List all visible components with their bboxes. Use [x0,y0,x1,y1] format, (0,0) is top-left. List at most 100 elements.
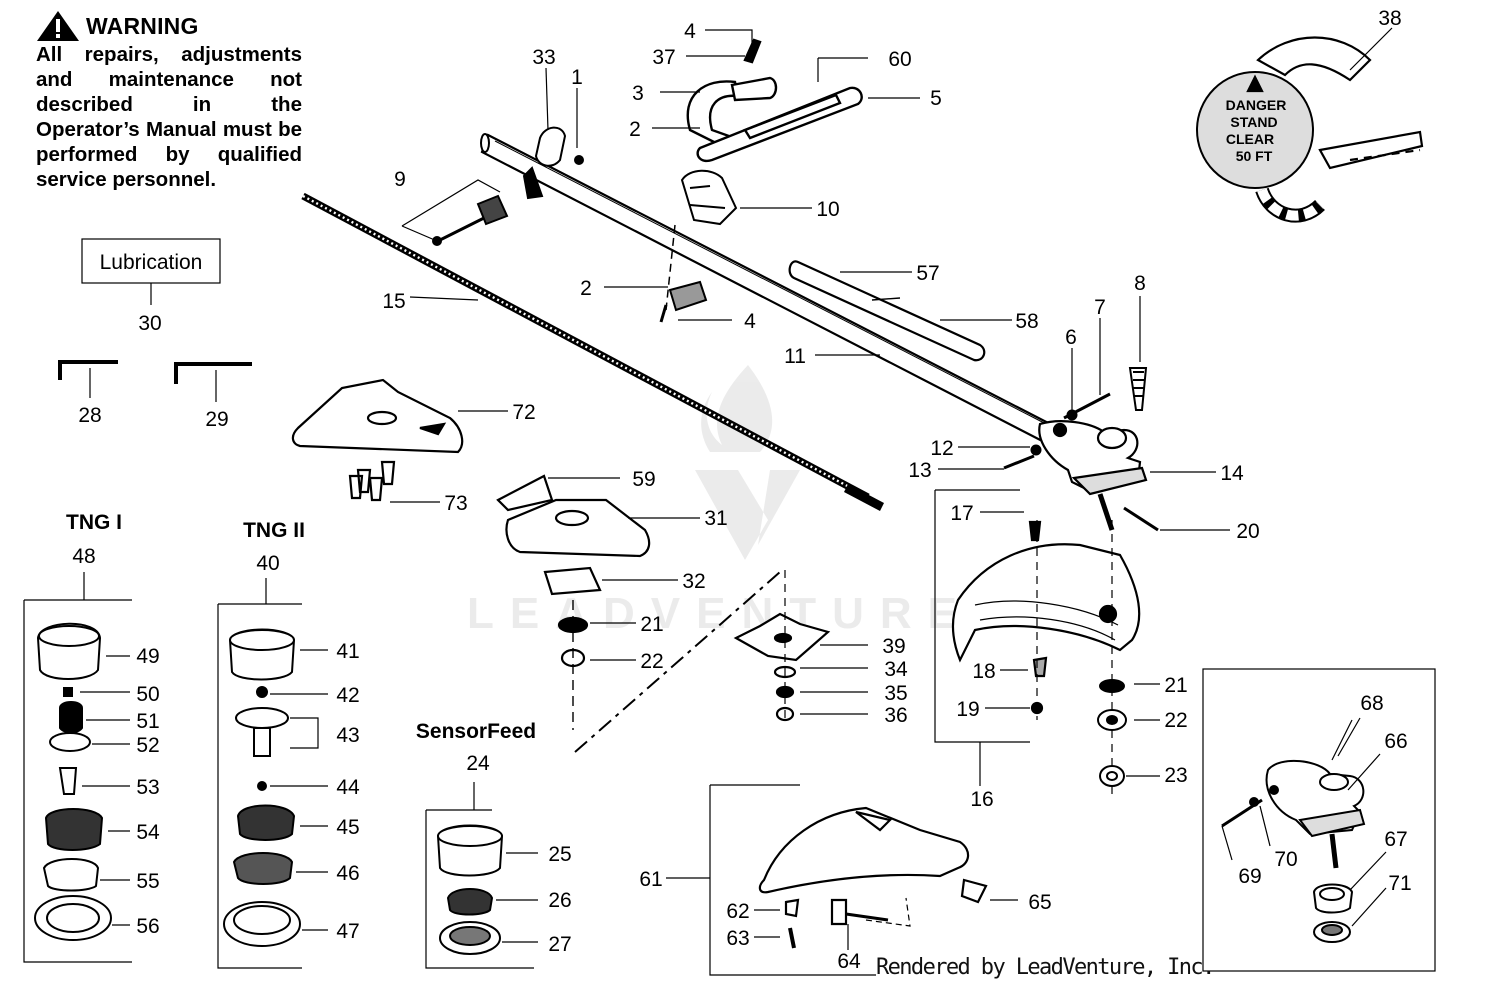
tng1-title: TNG I [66,511,122,534]
callout-61: 61 [639,868,662,891]
callout-54: 54 [136,821,160,844]
callout-20: 20 [1236,520,1259,543]
render-credit: Rendered by LeadVenture, Inc. [876,955,1215,980]
callout-38: 38 [1378,7,1401,30]
callout-24: 24 [466,752,490,775]
callout-2: 2 [580,277,592,300]
callout-39: 39 [882,635,905,658]
watermark: LEADVENTURE [467,365,957,638]
group-titles: Lubrication TNG I TNG II SensorFeed [66,251,536,743]
callout-44: 44 [336,776,360,799]
callout-37: 37 [652,46,675,69]
trimmer-shield-16 [934,489,1141,743]
callout-6: 6 [1065,326,1077,349]
handle-lower-2-4 [659,224,708,323]
deflector-61 [709,784,988,976]
grip-60 [696,86,863,163]
callout-50: 50 [136,683,159,706]
warning-text: All repairs, adjustments and maintenance… [36,43,302,191]
guard-72 [291,378,464,502]
callout-63: 63 [726,927,749,950]
warning-header: WARNING [36,10,302,42]
callout-40: 40 [256,552,279,575]
washers-21-22-23 [1097,520,1127,800]
callout-4: 4 [744,310,756,333]
callout-62: 62 [726,900,749,923]
decal-line-4: 50 FT [1236,148,1273,164]
harness-38 [1196,36,1424,223]
callout-13: 13 [908,459,931,482]
callout-23: 23 [1164,764,1187,787]
callout-57: 57 [916,262,939,285]
bolt-8 [1128,367,1148,411]
clamp-33 [522,126,584,200]
blade-guard-31 [496,474,651,730]
callout-60: 60 [888,48,911,71]
callout-30: 30 [138,312,161,335]
callout-33: 33 [532,46,555,69]
screws-6-7-12-13-20 [1003,392,1159,532]
callout-15: 15 [382,290,405,313]
callout-67: 67 [1384,828,1407,851]
callout-51: 51 [136,710,159,733]
callout-27: 27 [548,933,571,956]
leader-lines [80,27,1393,950]
warning-title: WARNING [86,12,199,39]
callout-19: 19 [956,698,979,721]
decal-line-2: STAND [1230,114,1277,130]
callout-48: 48 [72,545,95,568]
callout-73: 73 [444,492,467,515]
callout-34: 34 [884,658,908,681]
callout-70: 70 [1274,848,1297,871]
guard-strip-57-58 [788,260,986,362]
gearhead-14 [1038,420,1148,531]
callout-21: 21 [1164,674,1187,697]
decal-line-1: DANGER [1226,97,1287,113]
callout-labels: 1 2 2 3 4 4 5 6 7 8 9 10 11 12 13 14 15 … [72,7,1411,973]
callout-45: 45 [336,816,359,839]
callout-18: 18 [972,660,995,683]
callout-32: 32 [682,570,705,593]
callout-11: 11 [784,345,806,368]
callout-46: 46 [336,862,359,885]
drive-shaft-15 [301,192,884,511]
callout-10: 10 [816,198,839,221]
callout-25: 25 [548,843,571,866]
sensorfeed-head-parts [425,809,534,969]
callout-36: 36 [884,704,907,727]
tng2-head-parts [217,603,302,969]
knob-screw-9 [432,194,509,246]
callout-2: 2 [629,118,641,141]
callout-43: 43 [336,724,359,747]
decal-line-3: CLEAR [1226,131,1274,147]
callout-52: 52 [136,734,159,757]
callout-35: 35 [884,682,907,705]
callout-59: 59 [632,468,655,491]
callout-53: 53 [136,776,159,799]
callout-68: 68 [1360,692,1383,715]
gear-housing-inset [1202,668,1436,972]
tng2-title: TNG II [243,519,305,542]
callout-26: 26 [548,889,571,912]
callout-14: 14 [1220,462,1244,485]
tng1-head-parts [23,599,132,963]
blade-39 [574,570,831,753]
callout-41: 41 [336,640,359,663]
callout-71: 71 [1388,872,1411,895]
callout-4: 4 [684,20,696,43]
callout-56: 56 [136,915,159,938]
lubrication-label: Lubrication [100,251,203,274]
callout-64: 64 [837,950,861,973]
callout-22: 22 [640,650,663,673]
callout-21: 21 [640,613,663,636]
lubrication-group [58,238,252,402]
callout-12: 12 [930,437,953,460]
callout-69: 69 [1238,865,1261,888]
callout-9: 9 [394,168,406,191]
handle-3 [686,38,778,152]
callout-31: 31 [704,507,727,530]
callout-66: 66 [1384,730,1407,753]
callout-1: 1 [571,66,583,89]
